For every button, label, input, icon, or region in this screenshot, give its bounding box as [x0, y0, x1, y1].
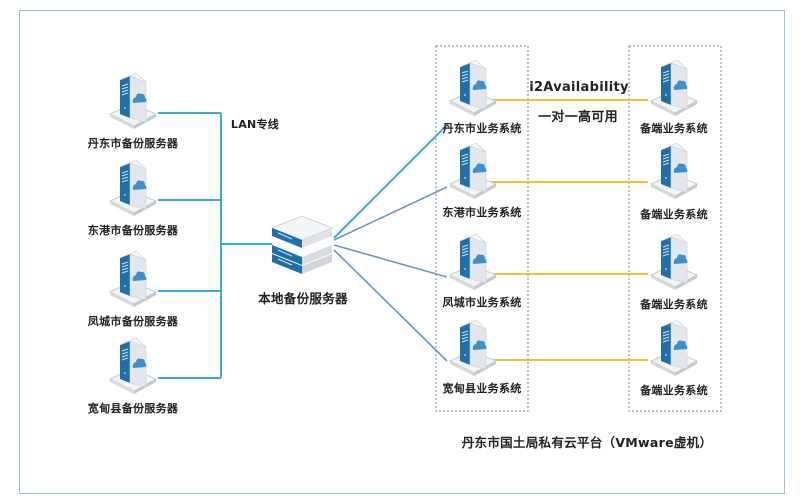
standby-system-label: 备端业务系统	[640, 384, 708, 397]
platform-caption: 丹东市国土局私有云平台（VMware虚机）	[461, 435, 713, 450]
standby-server-icon	[650, 59, 698, 117]
backup-server-label: 宽甸县备份服务器	[87, 402, 179, 415]
standby-system-label: 备端业务系统	[640, 208, 708, 221]
business-system-server-icon	[449, 59, 497, 117]
business-system-server-icon	[449, 233, 497, 291]
ha-lines	[488, 99, 648, 361]
standby-system-label: 备端业务系统	[640, 298, 708, 311]
branch-line-2	[333, 186, 448, 241]
ha-mode-label: 一对一高可用	[538, 110, 618, 125]
standby-server-icon	[650, 233, 698, 291]
backup-server-label: 丹东市备份服务器	[87, 137, 179, 150]
backup-server-icon	[109, 337, 157, 395]
business-system-server-icon	[449, 142, 497, 200]
backup-server-label: 凤城市备份服务器	[87, 315, 179, 328]
branch-line-3	[333, 244, 448, 278]
standby-system-label: 备端业务系统	[640, 122, 708, 135]
branch-line-4	[333, 249, 448, 362]
standby-systems-group	[628, 45, 722, 412]
branch-line-1	[333, 124, 448, 239]
backup-server-icon	[109, 250, 157, 308]
business-system-server-icon	[449, 319, 497, 377]
business-system-label: 丹东市业务系统	[442, 122, 522, 135]
backup-server-label: 东港市备份服务器	[87, 224, 179, 237]
backup-server-icon	[109, 159, 157, 217]
local-backup-server-label: 本地备份服务器	[258, 291, 348, 306]
business-system-label: 宽甸县业务系统	[442, 382, 522, 395]
local-backup-server-icon	[271, 215, 333, 275]
business-systems-group	[435, 45, 529, 412]
business-system-label: 东港市业务系统	[442, 206, 522, 219]
business-system-label: 凤城市业务系统	[442, 296, 522, 309]
ha-product-label: i2Availability	[529, 80, 629, 95]
diagram-frame	[19, 10, 785, 494]
standby-server-icon	[650, 319, 698, 377]
standby-server-icon	[650, 142, 698, 200]
branch-lines	[333, 124, 448, 362]
lan-bus	[158, 112, 272, 379]
backup-server-icon	[109, 72, 157, 130]
lan-label: LAN专线	[230, 118, 280, 131]
